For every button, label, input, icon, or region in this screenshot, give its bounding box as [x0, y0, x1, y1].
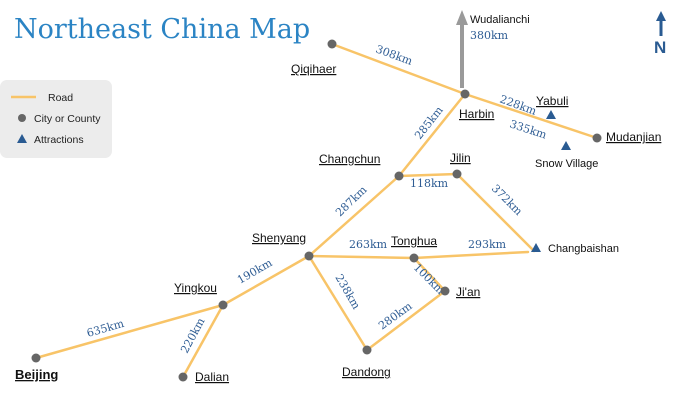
city-dot-dalian[interactable] — [178, 372, 188, 382]
road-jilin-changbaishan — [455, 172, 536, 253]
north-arrow: N — [654, 11, 666, 57]
city-label-beijing[interactable]: Beijing — [15, 367, 58, 382]
attraction-markers — [531, 110, 571, 252]
city-dot-qiqihaer[interactable] — [327, 39, 337, 49]
city-label-shenyang[interactable]: Shenyang — [252, 231, 306, 245]
city-label-dandong[interactable]: Dandong — [342, 365, 391, 379]
road-changchun-jilin — [397, 172, 459, 178]
city-dot-shenyang[interactable] — [304, 251, 314, 261]
city-label-dalian[interactable]: Dalian — [195, 370, 229, 384]
distance-qiqihaer-harbin: 308km — [374, 43, 415, 68]
city-label-jilin[interactable]: Jilin — [450, 151, 471, 165]
attraction-label-changbaishan: Changbaishan — [548, 243, 619, 255]
city-label-tonghua: Tonghua — [391, 234, 437, 248]
distance-changchun-jilin: 118km — [410, 177, 449, 190]
road-yingkou-dalian — [181, 303, 225, 379]
city-label-mudanjian[interactable]: Mudanjian — [606, 130, 661, 144]
distance-yingkou-dalian: 220km — [178, 315, 208, 355]
city-label-changchun[interactable]: Changchun — [319, 152, 380, 166]
city-label-jian[interactable]: Ji'an — [456, 285, 480, 299]
distance-harbin-yabuli: 228km — [498, 93, 539, 118]
wudalianchi-label: Wudalianchi — [470, 14, 530, 26]
legend-attraction-label: Attractions — [34, 134, 84, 146]
distance-shenyang-tonghua: 263km — [349, 238, 388, 251]
city-label-qiqihaer[interactable]: Qiqihaer — [291, 62, 336, 76]
road-shenyang-yingkou — [221, 254, 311, 307]
legend-road-label: Road — [48, 92, 73, 104]
distance-shenyang-dandong: 238km — [332, 272, 363, 312]
city-dot-mudanjian[interactable] — [592, 133, 602, 143]
road-harbin-changchun — [397, 92, 467, 178]
city-dot-jian[interactable] — [440, 286, 450, 296]
wudalianchi-arrow — [456, 10, 468, 88]
legend-attraction-swatch — [17, 134, 27, 143]
wudalianchi-distance: 380km — [470, 29, 509, 42]
legend-city-swatch — [18, 114, 26, 122]
road-changchun-shenyang — [307, 174, 401, 258]
attraction-marker-changbaishan[interactable] — [531, 243, 541, 252]
distance-yingkou-beijing: 635km — [85, 317, 126, 340]
north-arrow-head — [656, 11, 666, 21]
city-markers — [31, 39, 602, 382]
distance-changchun-shenyang: 287km — [333, 183, 370, 219]
legend-city-label: City or County — [34, 113, 101, 125]
city-dot-changchun[interactable] — [394, 171, 404, 181]
attraction-marker-snow-village[interactable] — [561, 141, 571, 150]
city-label-harbin[interactable]: Harbin — [459, 107, 494, 121]
road-harbin-mudanjian — [463, 92, 599, 140]
road-tonghua-changbaishan — [412, 250, 530, 260]
city-label-yingkou[interactable]: Yingkou — [174, 281, 217, 295]
city-dot-jilin[interactable] — [452, 169, 462, 179]
attraction-label-yabuli[interactable]: Yabuli — [536, 94, 568, 108]
road-tonghua-jian — [412, 256, 447, 293]
map-title: Northeast China Map — [14, 14, 310, 45]
north-label: N — [654, 38, 666, 57]
city-dot-tonghua[interactable] — [409, 253, 419, 263]
attraction-marker-yabuli[interactable] — [546, 110, 556, 119]
wudalianchi-arrow-head — [456, 10, 468, 25]
road-qiqihaer-harbin — [330, 42, 467, 96]
legend-background — [0, 80, 112, 158]
road-yingkou-beijing — [34, 303, 225, 360]
road-network — [34, 42, 599, 379]
city-dot-beijing[interactable] — [31, 353, 41, 363]
road-shenyang-tonghua — [307, 254, 416, 260]
legend: Road City or County Attractions — [0, 80, 112, 158]
distance-shenyang-yingkou: 190km — [235, 256, 275, 287]
city-dot-harbin[interactable] — [460, 89, 470, 99]
attraction-label-snow-village: Snow Village — [535, 158, 598, 170]
city-dot-yingkou[interactable] — [218, 300, 228, 310]
road-dandong-jian — [365, 289, 447, 352]
distance-tonghua-changbaishan: 293km — [468, 238, 507, 251]
road-shenyang-dandong — [307, 254, 369, 352]
city-dot-dandong[interactable] — [362, 345, 372, 355]
